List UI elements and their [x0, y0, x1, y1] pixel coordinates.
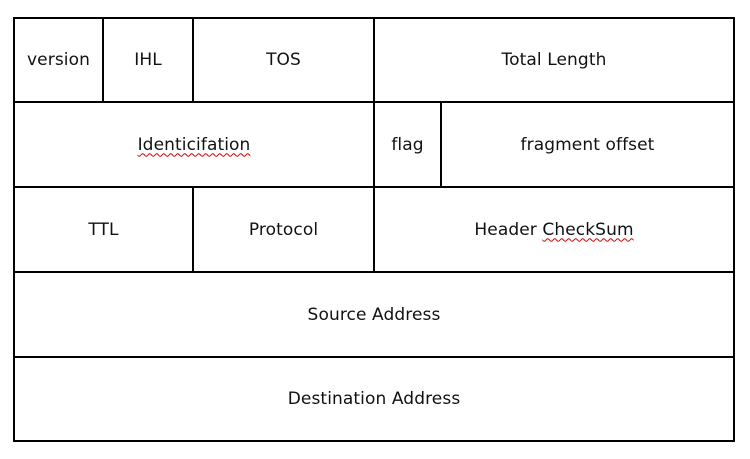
field-version: version [15, 19, 102, 101]
field-protocol: Protocol [194, 188, 373, 271]
field-source-address: Source Address [15, 273, 733, 356]
field-tos: TOS [194, 19, 373, 101]
col-divider-ttl-protocol [192, 186, 194, 273]
field-header-checksum: Header CheckSum [375, 188, 733, 271]
ip-header-table: version IHL TOS Total Length Identicifat… [13, 17, 735, 442]
field-fragment-offset: fragment offset [442, 103, 733, 186]
field-total-length-label: Total Length [501, 50, 607, 70]
header-checksum-prefix: Header [474, 219, 543, 240]
row-divider-4 [13, 356, 735, 358]
field-identification: Identicifation [15, 103, 373, 186]
field-source-address-label: Source Address [307, 304, 441, 325]
table-border-right [733, 17, 735, 442]
col-divider-ihl-tos [192, 17, 194, 103]
field-ttl-label: TTL [88, 219, 119, 240]
field-identification-label: Identicifation [137, 134, 251, 155]
header-checksum-word: CheckSum [542, 219, 634, 240]
field-ttl: TTL [15, 188, 192, 271]
table-border-left [13, 17, 15, 442]
field-protocol-label: Protocol [248, 219, 319, 240]
table-border-bottom [13, 440, 735, 442]
field-total-length: Total Length [375, 19, 733, 101]
field-destination-address: Destination Address [15, 358, 733, 440]
field-tos-label: TOS [266, 50, 301, 70]
field-flag-label: flag [391, 134, 424, 155]
col-divider-flag-offset [440, 101, 442, 188]
col-divider-version-ihl [102, 17, 104, 103]
field-destination-address-label: Destination Address [287, 389, 461, 409]
field-flag: flag [375, 103, 440, 186]
field-header-checksum-label: Header CheckSum [474, 220, 633, 240]
field-ihl: IHL [104, 19, 192, 101]
field-fragment-offset-label: fragment offset [520, 134, 655, 155]
col-divider-center [373, 17, 375, 273]
field-ihl-label: IHL [134, 50, 162, 70]
field-version-label: version [27, 50, 90, 70]
